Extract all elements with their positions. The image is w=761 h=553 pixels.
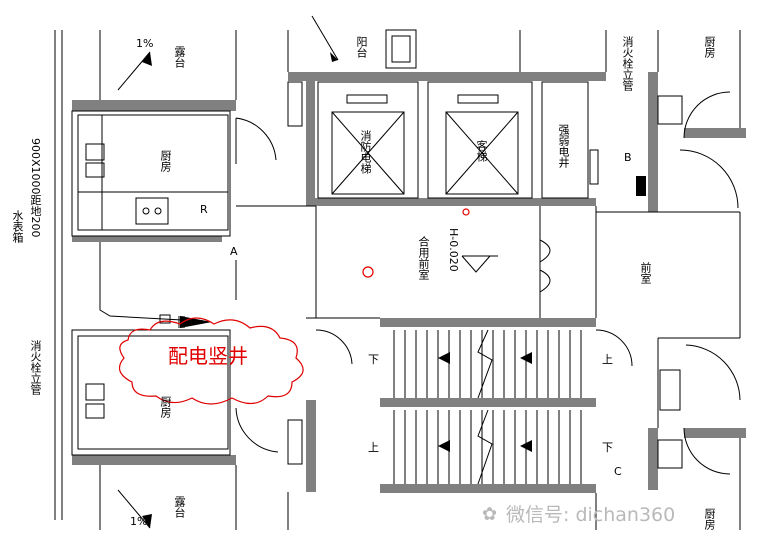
- passenger-elevator-label: 客梯: [475, 140, 488, 162]
- water-meter-dim-label: 900X1000距地200: [29, 138, 42, 238]
- stair-down-1-label: 下: [368, 353, 379, 366]
- weak-current-shaft-label: 强弱电井: [557, 124, 570, 168]
- terrace-top-label: 露台: [173, 46, 186, 68]
- kitchen-bottom-left-label: 厨房: [159, 396, 172, 418]
- power-shaft-callout: 配电竖井: [168, 344, 248, 368]
- callout-cloud: [118, 317, 304, 405]
- hydrant-riser-left-label: 消火栓立管: [29, 340, 42, 395]
- elevation-symbol: [461, 255, 498, 273]
- balcony-top-label: 阳台: [355, 36, 368, 58]
- mark-c-label: C: [614, 465, 622, 478]
- mark-b-label: B: [624, 151, 632, 164]
- shared-lobby-label: 合用前室: [417, 236, 430, 280]
- watermark-text: 微信号: dichan360: [506, 504, 676, 526]
- fire-elevator-label: 消防电梯: [359, 130, 372, 174]
- elevation-label: H-0.020: [447, 228, 460, 272]
- thin-lines: [54, 15, 741, 530]
- front-room-label: 前室: [639, 262, 652, 284]
- stair-up-2-label: 上: [368, 441, 379, 454]
- watermark-icon: ✿: [482, 504, 498, 525]
- mark-a-label: A: [230, 245, 238, 258]
- kitchen-right-top-label: 厨房: [703, 36, 716, 58]
- stair-down-2-label: 下: [602, 441, 613, 454]
- mark-r-label: R: [200, 203, 208, 216]
- kitchen-top-left-label: 厨房: [159, 150, 172, 172]
- fills: [142, 52, 646, 528]
- slope-top-label: 1%: [136, 37, 154, 50]
- hydrant-riser-top-label: 消火栓立管: [621, 36, 634, 91]
- red-markers: [118, 208, 470, 405]
- terrace-bottom-label: 露台: [173, 496, 186, 518]
- walls: [72, 72, 746, 493]
- water-meter-label: 水表箱: [11, 210, 24, 243]
- slope-bottom-label: 1%: [130, 515, 148, 528]
- kitchen-right-bottom-label: 厨房: [703, 508, 716, 530]
- stair-up-1-label: 上: [602, 353, 613, 366]
